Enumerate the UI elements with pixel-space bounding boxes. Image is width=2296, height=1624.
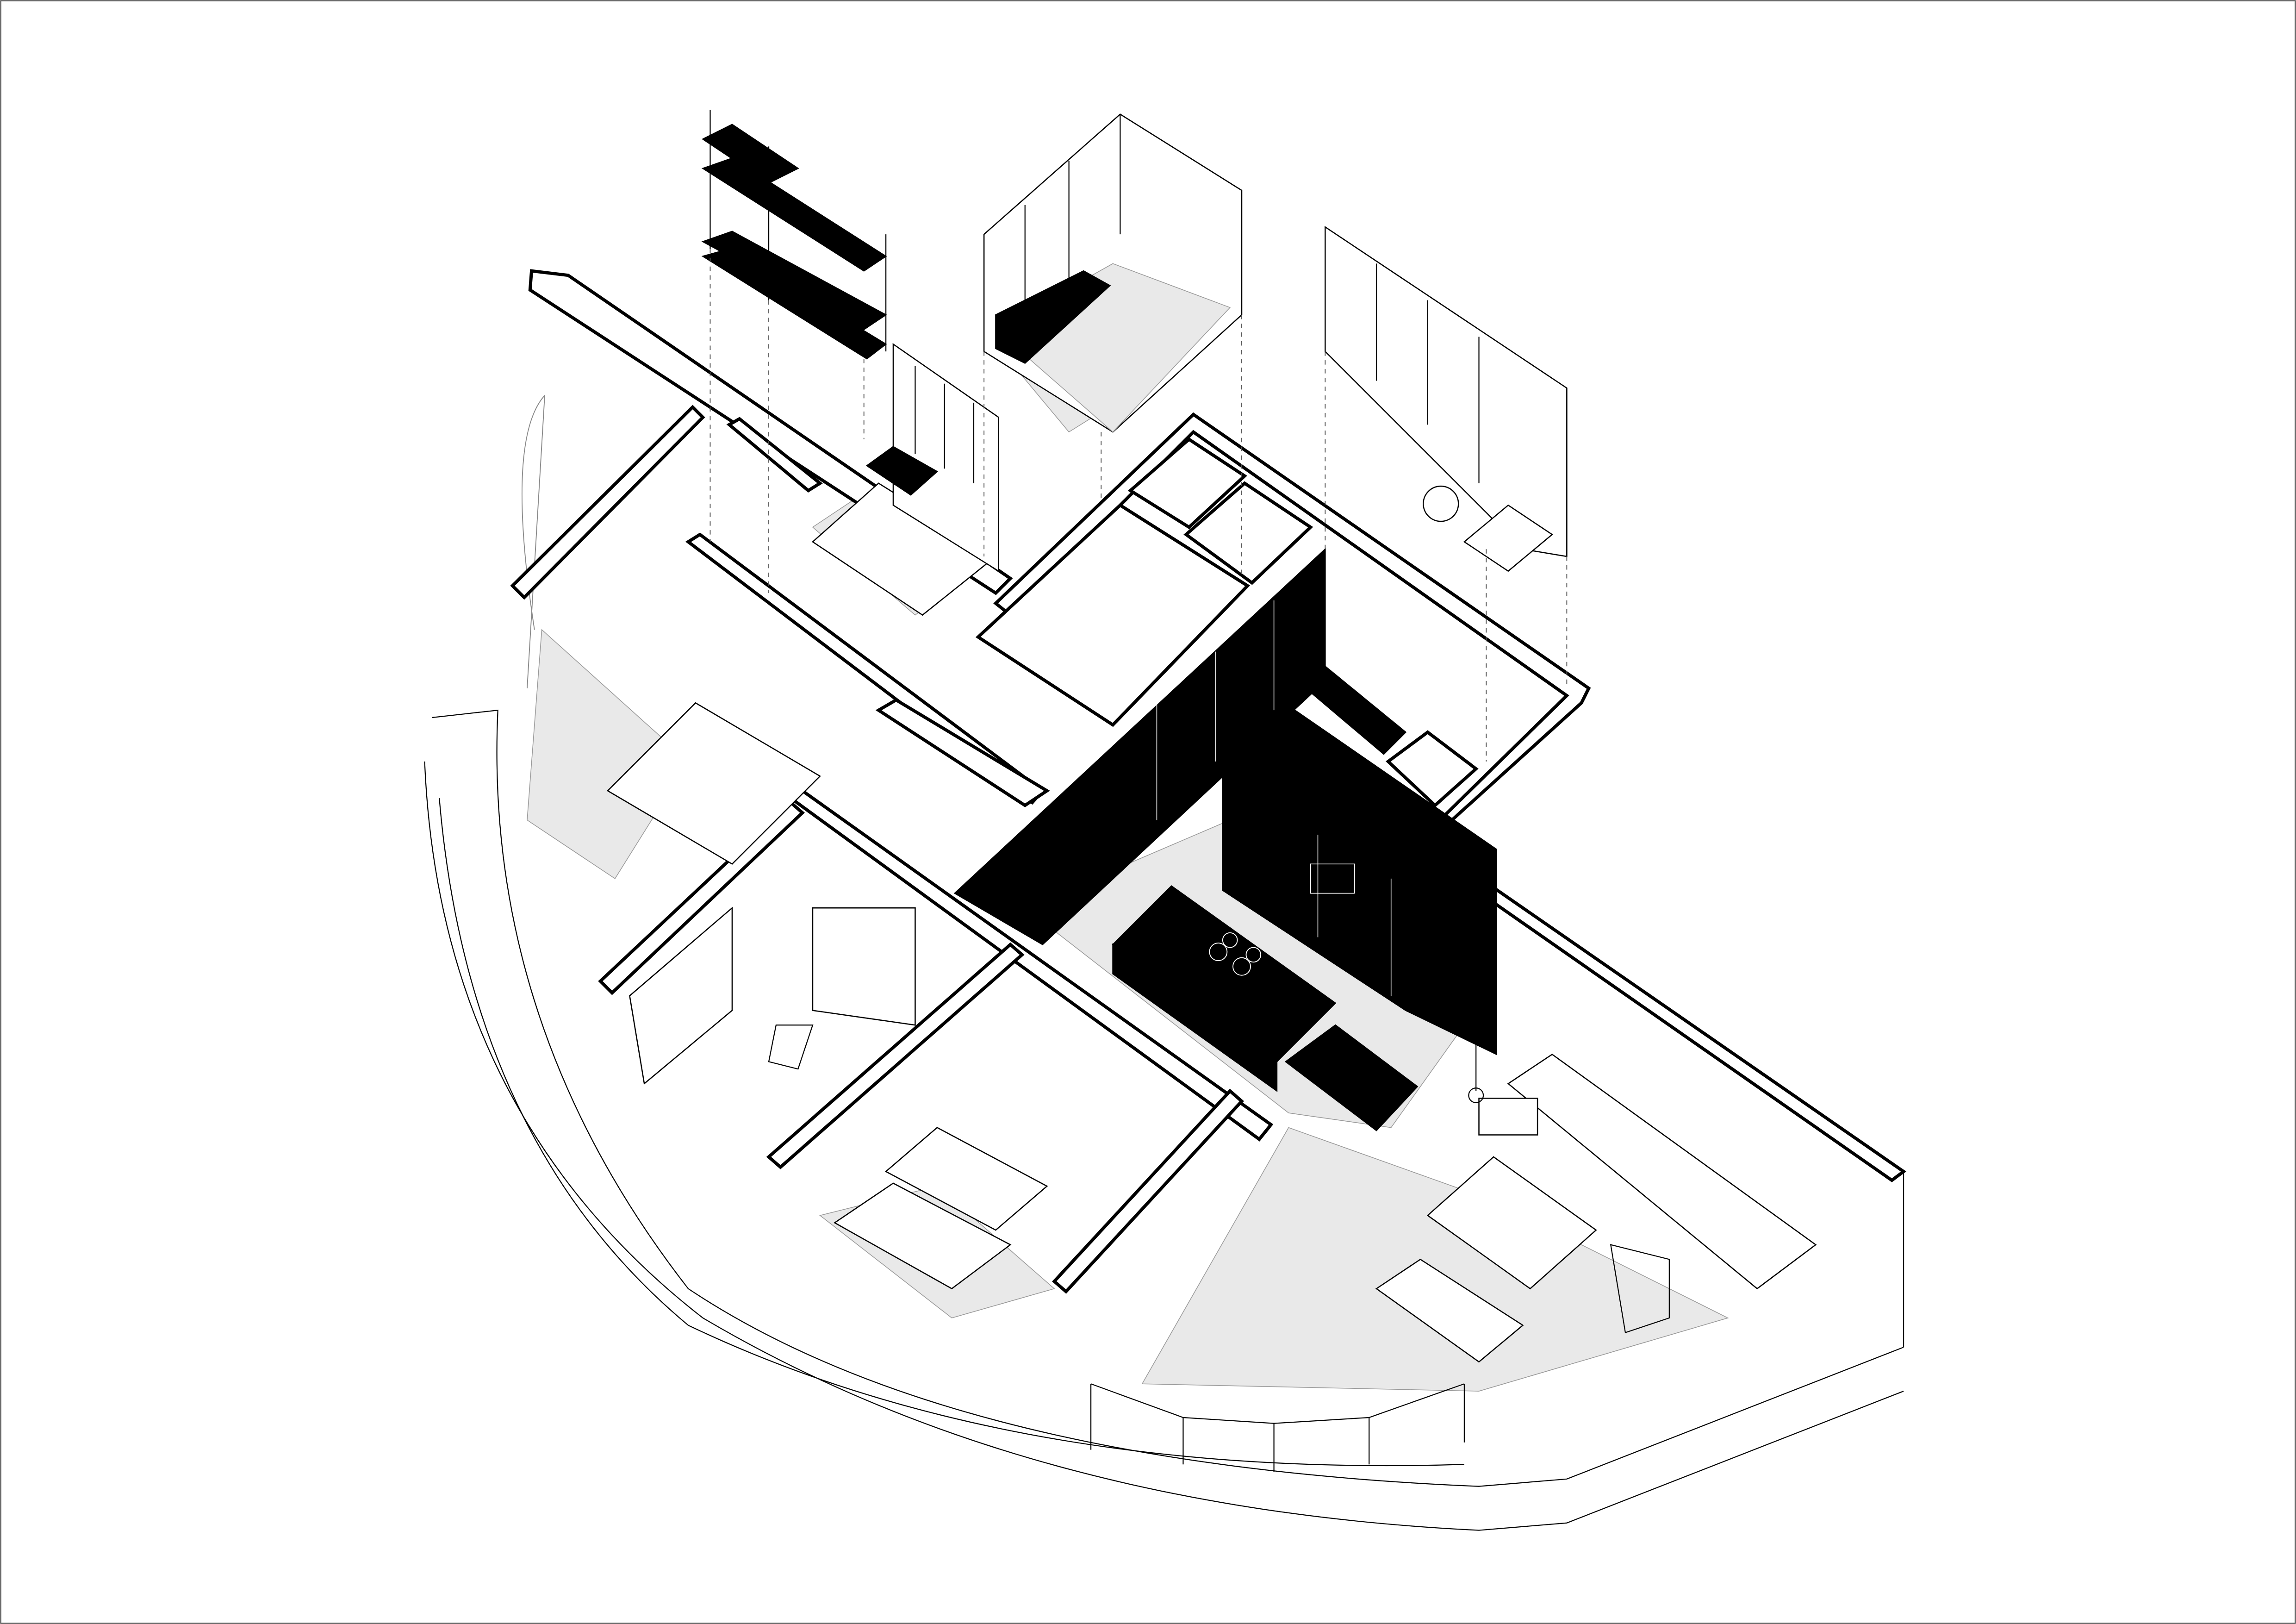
walls <box>510 269 1907 1294</box>
projection-lines <box>709 249 1568 762</box>
kitchen-island <box>1112 885 1419 1131</box>
exploded-bathroom <box>983 113 1243 433</box>
cabinet-door-lines <box>1156 600 1392 996</box>
exploded-wc <box>811 343 1000 616</box>
kitchen-tall-cabinets <box>953 548 1497 1056</box>
furniture <box>606 485 1817 1363</box>
cooktop-icon <box>1209 932 1262 976</box>
exploded-shelving <box>701 110 887 360</box>
outer-facade <box>424 394 1904 1531</box>
exploded-wardrobe-wall <box>1325 225 1568 572</box>
